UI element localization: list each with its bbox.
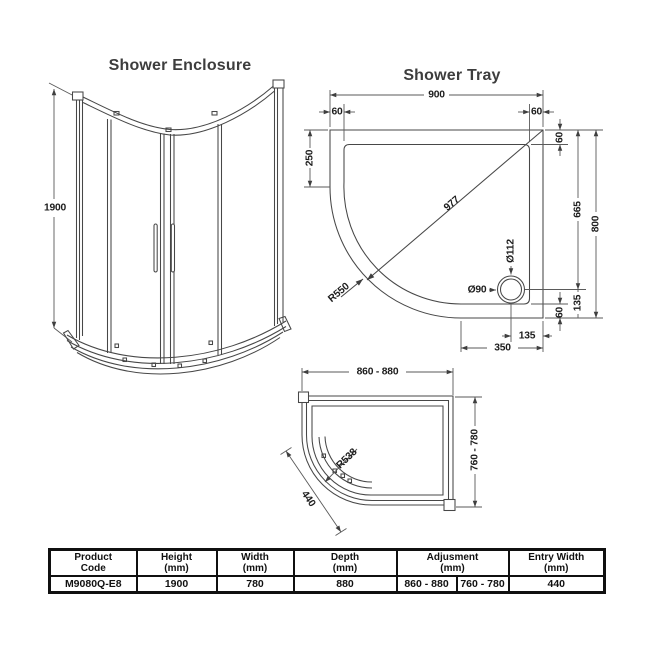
top-rail-outer <box>82 85 274 131</box>
shower-tray-dimensions <box>304 90 603 352</box>
dim-tray-bottom-drain: 135 <box>519 331 536 342</box>
door-handle-right <box>170 223 176 273</box>
enclosure-height-label: 1900 <box>44 203 67 214</box>
header-line2: (mm) <box>242 563 268 574</box>
dim-tray-diagonal: 977 <box>442 194 462 213</box>
plan-roller <box>340 473 346 479</box>
col-header-height: Height (mm) <box>135 548 218 577</box>
dim-tray-side-left: 250 <box>305 149 316 166</box>
fixed-panel-left-edge <box>106 119 112 353</box>
value-width: 780 <box>215 575 295 594</box>
plan-glass-inner <box>311 405 444 496</box>
radius-leader <box>340 278 364 298</box>
left-post-cap <box>71 91 84 101</box>
tray-inner-rim <box>343 143 531 305</box>
rail-clip <box>113 110 120 116</box>
rail-clip <box>211 110 218 116</box>
col-header-entry-width: Entry Width (mm) <box>507 548 606 577</box>
header-line2: (mm) <box>164 563 189 574</box>
tray-corner-left <box>62 329 80 350</box>
col-header-adjustment: Adjusment (mm) <box>395 548 510 577</box>
header-line2: (mm) <box>544 563 569 574</box>
value-depth: 880 <box>292 575 398 594</box>
dim-plan-width: 860 - 880 <box>357 367 399 378</box>
value-height: 1900 <box>135 575 218 594</box>
enclosure-title: Shower Enclosure <box>109 57 252 74</box>
enclosure-plan-drawing <box>297 391 456 512</box>
header-line2: (mm) <box>332 563 358 574</box>
value-adjustment-depth: 760 - 780 <box>455 575 510 594</box>
dim-tray-right-lower: 135 <box>573 294 584 311</box>
plan-roller <box>347 478 353 484</box>
door-guide <box>177 363 183 369</box>
col-header-product-code: Product Code <box>48 548 138 577</box>
value-adjustment-width: 860 - 880 <box>395 575 458 594</box>
header-line1: Height <box>160 552 193 563</box>
dim-tray-bottom-flat: 350 <box>494 343 511 354</box>
value-product-code: M9080Q-E8 <box>48 575 138 594</box>
door-handle-left <box>153 223 158 273</box>
header-line1: Entry Width <box>528 552 585 563</box>
plan-outline <box>301 395 454 506</box>
door-guide <box>122 357 128 363</box>
header-line1: Adjusment <box>426 552 479 563</box>
dim-tray-inset-right: 60 <box>531 107 543 118</box>
plan-post-top-left <box>297 391 310 404</box>
right-post <box>273 88 284 326</box>
dim-tray-right-top: 60 <box>555 132 566 144</box>
waste-hole-inner <box>499 278 523 301</box>
rail-clip <box>165 127 172 133</box>
dim-drain-hole: Ø112 <box>506 239 517 263</box>
dim-tray-right-overall: 800 <box>591 215 602 232</box>
header-line2: Code <box>80 563 106 574</box>
enclosure-height-dimension <box>48 82 76 343</box>
diagonal-line <box>366 129 544 281</box>
plan-post-bottom-right <box>443 498 456 512</box>
fixed-panel-right-edge <box>217 124 223 355</box>
header-line1: Width <box>241 552 269 563</box>
door-guide <box>202 358 208 364</box>
enclosure-plan-dimensions <box>280 368 482 536</box>
dim-tray-right-bottom: 60 <box>555 307 566 319</box>
header-line1: Depth <box>330 552 360 563</box>
sliding-door-left-stile <box>159 133 165 364</box>
plan-roller <box>321 453 327 459</box>
header-line1: Product <box>74 552 113 563</box>
dim-tray-right-upper: 665 <box>573 201 584 218</box>
dim-tray-inset-left: 60 <box>331 107 343 118</box>
dim-plan-depth: 760 - 780 <box>470 429 481 471</box>
dim-waste: Ø90 <box>468 285 487 296</box>
dim-plan-entry: 440 <box>299 489 318 509</box>
value-entry-width: 440 <box>507 575 606 594</box>
door-guide <box>208 340 214 346</box>
tray-base-curve <box>76 337 281 375</box>
spec-table: Product Code Height (mm) Width (mm) Dept… <box>48 548 607 594</box>
header-line2: (mm) <box>440 563 465 574</box>
left-post <box>75 100 84 340</box>
tray-corner-right <box>278 315 292 333</box>
dim-tray-corner-radius: R550 <box>326 281 352 305</box>
tray-side-curve <box>70 331 284 370</box>
tray-title: Shower Tray <box>403 67 500 84</box>
col-header-width: Width (mm) <box>215 548 295 577</box>
right-post-cap <box>272 79 285 89</box>
tray-outline <box>329 129 544 319</box>
shower-enclosure-drawing: 1900 <box>44 79 292 375</box>
tray-rim-curve <box>66 320 287 359</box>
col-header-depth: Depth (mm) <box>292 548 398 577</box>
door-guide <box>151 362 157 368</box>
shower-tray-drawing <box>329 129 544 319</box>
spec-table-value-row: M9080Q-E8 1900 780 880 860 - 880 760 - 7… <box>48 575 606 594</box>
dim-tray-width: 900 <box>428 90 445 101</box>
door-guide <box>114 343 120 349</box>
waste-hole-outer <box>496 275 526 304</box>
spec-table-header-row: Product Code Height (mm) Width (mm) Dept… <box>48 548 606 577</box>
tray-rim-curve <box>66 326 287 364</box>
top-rail-inner <box>82 90 275 136</box>
